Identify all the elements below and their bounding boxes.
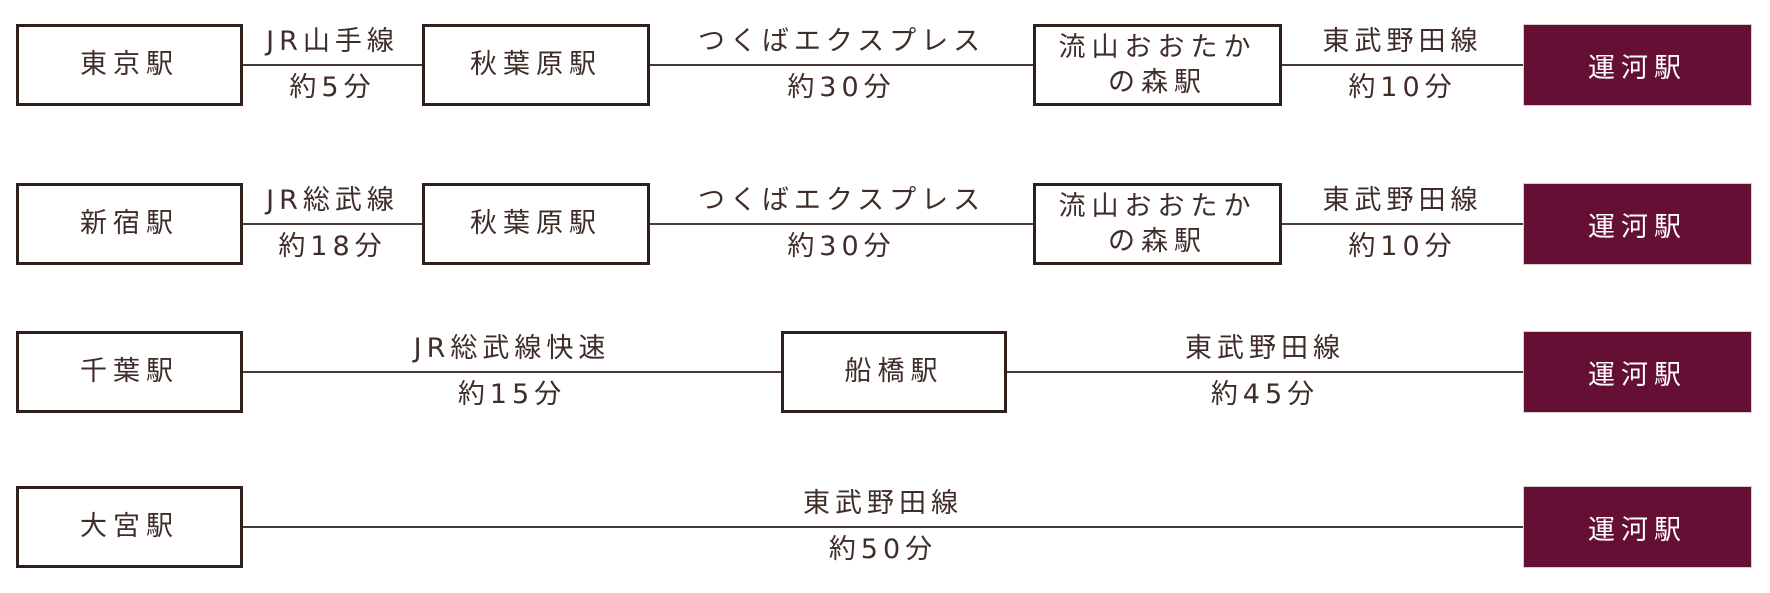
route-leg: JR山手線 約5分 [243,26,422,104]
station-label-line1: 流山おおたか [1058,31,1257,63]
station-label: 東京駅 [80,49,179,81]
duration-label: 約10分 [1348,230,1457,262]
track-line [1007,370,1523,373]
route-leg: つくばエクスプレス 約30分 [650,185,1033,263]
station-label: 千葉駅 [80,356,179,388]
station-box-nagareyama-otakanomori: 流山おおたか の森駅 [1033,24,1282,106]
track-line [243,222,422,225]
duration-label: 約5分 [289,71,376,103]
station-box-chiba: 千葉駅 [16,331,243,413]
duration-label: 約45分 [1210,378,1320,410]
duration-label: 約15分 [457,378,567,410]
line-name-label: JR山手線 [266,26,399,58]
terminal-station-label: 運河駅 [1588,514,1687,546]
track-line [650,63,1033,66]
station-label: 新宿駅 [80,208,179,240]
terminal-station-label: 運河駅 [1588,359,1687,391]
route-leg: つくばエクスプレス 約30分 [650,26,1033,104]
duration-label: 約30分 [787,71,896,103]
track-line [1282,222,1523,225]
route-access-diagram: 東京駅 JR山手線 約5分 秋葉原駅 つくばエクスプレス 約30分 流山おおたか… [0,24,1770,593]
station-label: 秋葉原駅 [470,49,602,81]
route-row-tokyo: 東京駅 JR山手線 約5分 秋葉原駅 つくばエクスプレス 約30分 流山おおたか… [16,24,1752,106]
route-leg: JR総武線快速 約15分 [243,333,781,411]
duration-label: 約30分 [787,230,896,262]
track-line [650,222,1033,225]
station-box-akihabara: 秋葉原駅 [422,183,650,265]
line-name-label: 東武野田線 [1322,26,1483,58]
line-name-label: JR総武線快速 [413,333,611,365]
duration-label: 約10分 [1348,71,1457,103]
terminal-station-label: 運河駅 [1588,211,1687,243]
station-label-line1: 流山おおたか [1058,190,1257,222]
line-name-label: つくばエクスプレス [697,26,986,58]
route-row-omiya: 大宮駅 東武野田線 約50分 運河駅 [16,486,1752,568]
station-box-funabashi: 船橋駅 [781,331,1007,413]
route-leg: 東武野田線 約45分 [1007,333,1523,411]
track-line [243,525,1523,528]
station-label-line2: の森駅 [1108,67,1207,98]
station-label: 秋葉原駅 [470,208,602,240]
terminal-station-box-unga: 運河駅 [1523,331,1752,413]
station-box-tokyo: 東京駅 [16,24,243,106]
route-leg: 東武野田線 約10分 [1282,185,1523,263]
route-leg: 東武野田線 約50分 [243,488,1523,566]
station-label: 船橋駅 [844,356,944,388]
station-box-omiya: 大宮駅 [16,486,243,568]
station-box-akihabara: 秋葉原駅 [422,24,650,106]
track-line [1282,63,1523,66]
duration-label: 約50分 [828,533,938,565]
terminal-station-box-unga: 運河駅 [1523,183,1752,265]
station-box-shinjuku: 新宿駅 [16,183,243,265]
terminal-station-box-unga: 運河駅 [1523,24,1752,106]
track-line [243,63,422,66]
route-row-chiba: 千葉駅 JR総武線快速 約15分 船橋駅 東武野田線 約45分 運河駅 [16,331,1752,413]
line-name-label: 東武野田線 [1185,333,1345,365]
line-name-label: 東武野田線 [803,488,963,520]
duration-label: 約18分 [278,230,387,262]
line-name-label: つくばエクスプレス [697,185,986,217]
terminal-station-box-unga: 運河駅 [1523,486,1752,568]
route-row-shinjuku: 新宿駅 JR総武線 約18分 秋葉原駅 つくばエクスプレス 約30分 流山おおた… [16,183,1752,265]
line-name-label: JR総武線 [266,185,399,217]
station-label-line2: の森駅 [1108,226,1207,257]
station-box-nagareyama-otakanomori: 流山おおたか の森駅 [1033,183,1282,265]
station-label: 大宮駅 [80,511,179,543]
route-leg: 東武野田線 約10分 [1282,26,1523,104]
terminal-station-label: 運河駅 [1588,52,1687,84]
track-line [243,370,781,373]
line-name-label: 東武野田線 [1322,185,1483,217]
route-leg: JR総武線 約18分 [243,185,422,263]
